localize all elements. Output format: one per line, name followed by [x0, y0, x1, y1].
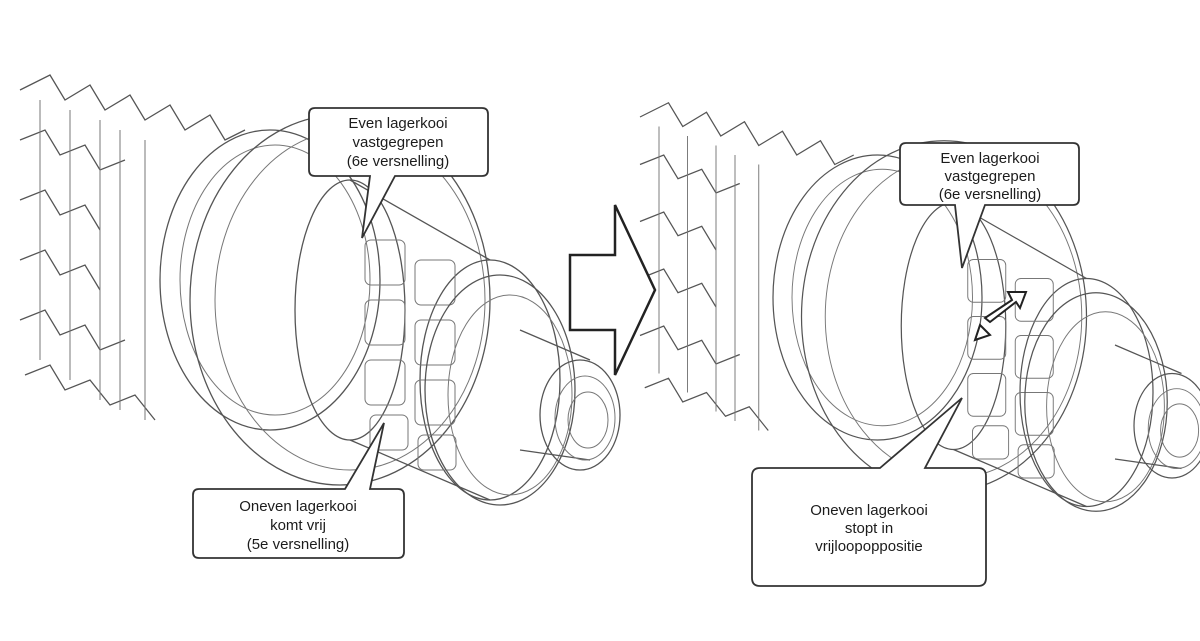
callout-left-bottom: Oneven lagerkooi komt vrij (5e versnelli…	[192, 422, 405, 559]
callout-left-bottom-line-1: Oneven lagerkooi	[239, 498, 357, 515]
callout-right-bottom-line-3: vrijloopoppositie	[815, 538, 923, 555]
callout-right-top-line-1: Even lagerkooi	[940, 150, 1039, 167]
callout-left-top-line-1: Even lagerkooi	[348, 115, 447, 132]
callout-left-bottom-line-3: (5e versnelling)	[247, 536, 350, 553]
callout-right-top: Even lagerkooi vastgegrepen (6e versnell…	[899, 142, 1080, 269]
callout-right-bottom-line-2: stopt in	[845, 520, 893, 537]
callout-left-top-line-2: vastgegrepen	[353, 134, 444, 151]
callout-left-bottom-line-2: komt vrij	[270, 517, 326, 534]
callout-left-top-line-3: (6e versnelling)	[347, 153, 450, 170]
double-arrow-icon	[973, 291, 1028, 342]
callout-right-top-line-3: (6e versnelling)	[939, 186, 1042, 203]
right-arrow-icon	[568, 204, 657, 376]
callout-right-bottom: Oneven lagerkooi stopt in vrijloopopposi…	[751, 397, 987, 587]
callout-left-top: Even lagerkooi vastgegrepen (6e versnell…	[308, 107, 489, 239]
callout-right-bottom-line-1: Oneven lagerkooi	[810, 502, 928, 519]
callout-right-top-line-2: vastgegrepen	[945, 168, 1036, 185]
